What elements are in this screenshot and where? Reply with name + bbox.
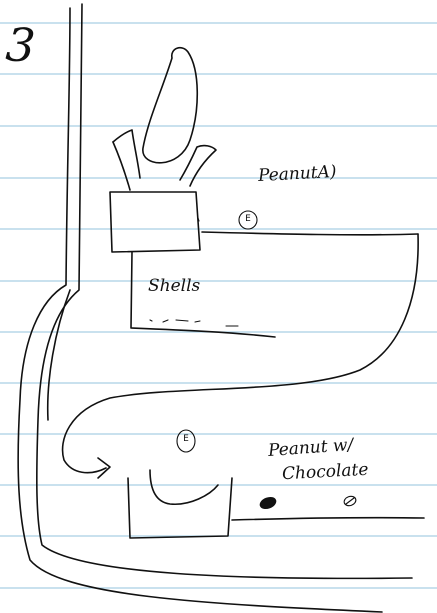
chute-outer-wall xyxy=(18,8,382,612)
shells-label: Shells xyxy=(148,276,200,296)
peanut-label: PeanutA) xyxy=(258,162,337,186)
shells-bits xyxy=(150,320,238,326)
flow-arrow-head xyxy=(98,458,110,478)
hopper-right-wall xyxy=(180,146,216,186)
process-badge-label: E xyxy=(178,434,194,444)
output-conveyor xyxy=(232,518,424,520)
page-number-label: 3 xyxy=(4,19,37,71)
peanut-chute-top xyxy=(202,232,418,235)
hopper-left-wall xyxy=(113,142,130,190)
chocolate-peanut xyxy=(259,496,277,511)
sorter-box xyxy=(110,192,200,252)
peanut-chute-curve xyxy=(63,234,419,473)
chocolate-cup-inner xyxy=(150,470,218,504)
peanut-chute-curve-inner xyxy=(48,290,70,420)
process-badge-label: E xyxy=(240,214,256,224)
chute-inner-wall xyxy=(37,4,412,578)
hopper-left-rim xyxy=(113,130,140,178)
hopper-loop xyxy=(143,48,197,163)
chocolate-peanut-stripe xyxy=(346,498,354,504)
